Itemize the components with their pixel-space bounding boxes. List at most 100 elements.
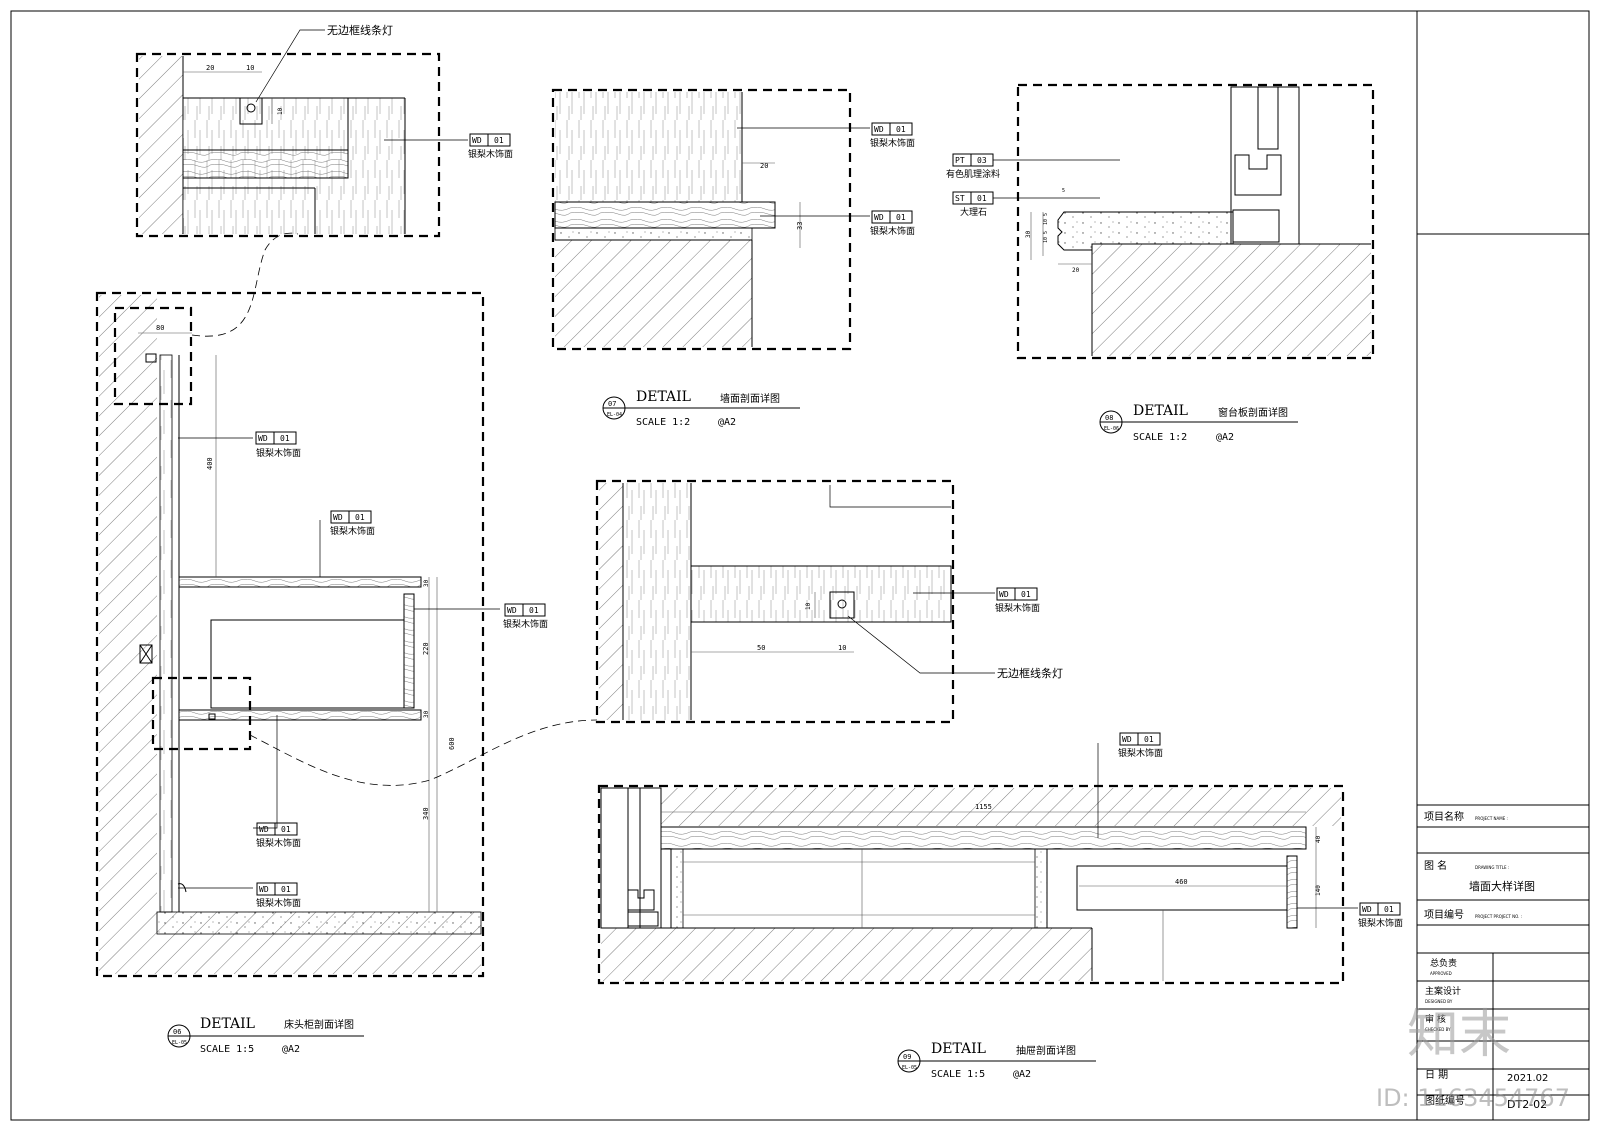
svg-text:01: 01 — [1384, 905, 1394, 914]
dim-20: 20 — [206, 64, 214, 72]
svg-text:WD: WD — [472, 136, 482, 145]
dim-40: 40 — [1315, 835, 1322, 843]
svg-text:01: 01 — [977, 194, 987, 203]
detail-07-boundary — [551, 88, 852, 351]
project-name-en: PROJECT NAME : — [1475, 816, 1508, 821]
dim-5-top: 5 — [1062, 188, 1065, 194]
material-label: 银梨木饰面 — [256, 897, 301, 909]
svg-text:08: 08 — [1105, 414, 1113, 422]
material-label: 银梨木饰面 — [330, 525, 375, 537]
material-label-st01: 大理石 — [960, 206, 987, 218]
detail-word: DETAIL — [636, 389, 691, 405]
dim-5-a: 5 — [1043, 213, 1049, 216]
detail-08-window-sill: 30 5 10 5 10 5 20 — [993, 83, 1375, 360]
drawing-title-label: 图 名 — [1424, 859, 1447, 872]
detail-09-boundary — [597, 784, 1345, 985]
svg-text:EL-05: EL-05 — [172, 1040, 187, 1046]
drawing-title-value: 墙面大样详图 — [1469, 879, 1535, 893]
material-label: 银梨木饰面 — [870, 225, 915, 237]
svg-text:WD: WD — [507, 606, 517, 615]
svg-text:WD: WD — [333, 513, 343, 522]
watermark-brand: 知末 — [1407, 1005, 1511, 1065]
detail-light-middle: 50 10 10 无边框线条灯 — [595, 479, 1063, 724]
material-label: 银梨木饰面 — [995, 602, 1040, 614]
svg-text:03: 03 — [977, 156, 987, 165]
detail-06-bedside-cabinet: 80 400 30 220 30 340 600 — [95, 232, 598, 978]
detail-title: 床头柜剖面详图 — [284, 1018, 354, 1031]
svg-text:WD: WD — [259, 885, 269, 894]
svg-text:01: 01 — [1021, 590, 1031, 599]
svg-text:EL-04: EL-04 — [607, 412, 622, 418]
dim-30: 30 — [1025, 230, 1032, 238]
sheet-border — [10, 10, 1590, 1121]
tag-06-e: WD 01 银梨木饰面 — [256, 882, 301, 909]
date-value: 2021.02 — [1507, 1073, 1548, 1084]
material-label: 银梨木饰面 — [870, 137, 915, 149]
dim-600: 600 — [448, 737, 456, 750]
designed-en: DESIGNED BY — [1425, 999, 1453, 1004]
svg-text:01: 01 — [355, 513, 365, 522]
checked-en: CHECKED BY — [1425, 1027, 1451, 1032]
material-label: 银梨木饰面 — [256, 447, 301, 459]
svg-text:09: 09 — [903, 1053, 911, 1061]
svg-text:01: 01 — [896, 213, 906, 222]
tag-06-a: WD 01 银梨木饰面 — [255, 431, 301, 459]
svg-text:01: 01 — [281, 825, 291, 834]
dim-1155: 1155 — [975, 803, 992, 811]
dim-340: 340 — [422, 807, 430, 820]
material-label-pt03: 有色肌理涂料 — [946, 168, 1000, 180]
detail-scale: SCALE 1:5 — [931, 1069, 985, 1080]
material-label: 银梨木饰面 — [468, 148, 513, 160]
light-mid-boundary — [595, 479, 955, 724]
caption-08: 08 EL-06 DETAIL 窗台板剖面详图 SCALE 1:2 @A2 — [1099, 403, 1298, 443]
caption-07: 07 EL-04 DETAIL 墙面剖面详图 SCALE 1:2 @A2 — [602, 389, 800, 428]
dim-10-v: 10 — [277, 107, 284, 115]
detail-07-wall-section: 20 33 — [551, 88, 870, 351]
light-detail-boundary — [135, 52, 441, 238]
tag-08-pt03: PT 03 有色肌理涂料 — [946, 153, 1000, 180]
designed-label: 主案设计 — [1425, 985, 1461, 997]
dim-10: 10 — [838, 644, 846, 652]
tag-08-st01: ST 01 大理石 — [952, 191, 994, 218]
sheet-no-label: 图纸编号 — [1425, 1094, 1465, 1107]
approved-en: APPROVED — [1430, 971, 1452, 976]
material-label: 银梨木饰面 — [503, 618, 548, 630]
dim-460: 460 — [1175, 878, 1188, 886]
svg-text:01: 01 — [281, 885, 291, 894]
svg-text:WD: WD — [258, 434, 268, 443]
dim-30-mid: 30 — [423, 710, 430, 718]
dim-140: 140 — [1315, 885, 1322, 896]
svg-text:01: 01 — [1144, 735, 1154, 744]
detail-paper: @A2 — [282, 1044, 300, 1055]
title-block: 项目名称 PROJECT NAME : 图 名 DRAWING TITLE : … — [1417, 804, 1589, 1120]
sheet-no-value: DT2-02 — [1507, 1098, 1547, 1111]
dim-400: 400 — [206, 457, 214, 470]
detail-scale: SCALE 1:2 — [636, 417, 690, 428]
light-label-middle: 无边框线条灯 — [997, 666, 1063, 680]
material-label: 银梨木饰面 — [1118, 747, 1163, 759]
dim-220: 220 — [422, 642, 430, 655]
detail-word: DETAIL — [1133, 403, 1188, 419]
dim-10: 10 — [246, 64, 254, 72]
tag-06-b: WD 01 银梨木饰面 — [330, 510, 375, 537]
dim-20: 20 — [760, 162, 768, 170]
svg-text:01: 01 — [494, 136, 504, 145]
detail-title: 窗台板剖面详图 — [1218, 406, 1288, 419]
svg-text:06: 06 — [173, 1028, 181, 1036]
watermark-id: ID: 1163454767 — [1376, 1084, 1570, 1112]
project-no-en: PROJECT PROJECT NO. : — [1475, 914, 1522, 919]
dim-10-v: 10 — [805, 602, 812, 610]
detail-scale: SCALE 1:5 — [200, 1044, 254, 1055]
detail-title: 抽屉剖面详图 — [1016, 1044, 1076, 1057]
light-label-top: 无边框线条灯 — [327, 23, 393, 37]
svg-text:WD: WD — [1362, 905, 1372, 914]
detail-scale: SCALE 1:2 — [1133, 432, 1187, 443]
tag-top-light: WD 01 银梨木饰面 — [468, 133, 513, 160]
dim-33: 33 — [796, 222, 804, 230]
material-label: 银梨木饰面 — [256, 837, 301, 849]
tag-09-b: WD 01 银梨木饰面 — [1358, 902, 1403, 929]
tag-09-a: WD 01 银梨木饰面 — [1118, 732, 1163, 759]
dim-10-a: 10 — [1043, 219, 1049, 225]
material-label: 银梨木饰面 — [1358, 917, 1403, 929]
